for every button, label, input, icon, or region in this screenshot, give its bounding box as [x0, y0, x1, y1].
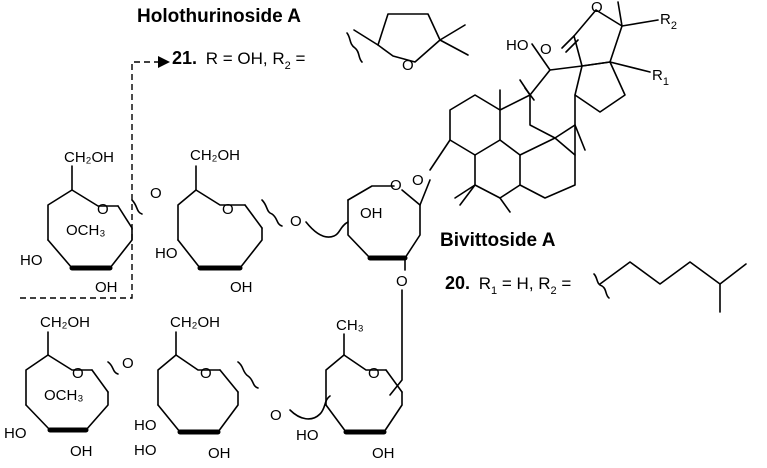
sugar3-ring-oxygen: O	[72, 365, 84, 382]
sugar1-ring-oxygen: O	[97, 201, 109, 218]
quinovose-ch3: CH₃	[336, 317, 364, 334]
sugar-4: CH₂OH O HO HO OH	[134, 314, 331, 462]
sugar-xylose: O OH O	[347, 177, 431, 396]
sugar4-ch2oh: CH₂OH	[170, 314, 220, 331]
link-oxygen-1: O	[150, 185, 162, 202]
holothurinoside-heading: Holothurinoside A	[137, 6, 301, 27]
bivittoside-heading: Bivittoside A	[440, 230, 556, 251]
sugar4-oh: OH	[208, 445, 231, 462]
glycosidic-oxygen-aglycone: O	[412, 172, 424, 189]
sugar1-oh: OH	[95, 279, 118, 296]
lactone-oxygen: O	[591, 0, 603, 16]
sugar4-ho-2: HO	[134, 442, 157, 459]
alkyl-side-chain	[593, 261, 747, 313]
sugar4-ring-oxygen: O	[200, 365, 212, 382]
quinovose-ho: HO	[296, 427, 319, 444]
sugar4-ho: HO	[134, 417, 157, 434]
compound-21-number: 21.	[172, 48, 197, 68]
xylose-link-oxygen: O	[396, 273, 408, 290]
svg-text:21. R = OH, R2 =: 21. R = OH, R2 =	[172, 48, 305, 72]
r2-label-aglycone: R2	[660, 11, 677, 32]
compound-21-definition: R = OH, R	[206, 49, 285, 68]
dashed-arrow	[20, 56, 170, 299]
hydroxyl-c12: HO	[506, 37, 529, 54]
sugar-2: CH₂OH O HO OH O	[155, 147, 349, 296]
sugar-3: CH₂OH O OCH₃ HO OH	[4, 314, 119, 460]
svg-text:20. R1 = H, R2 =: 20. R1 = H, R2 =	[445, 273, 571, 297]
sugar1-och3: OCH₃	[66, 222, 105, 239]
quinovose-oh: OH	[372, 445, 395, 462]
sugar3-och3: OCH₃	[44, 387, 83, 404]
compound-21-label: 21. R = OH, R2 =	[172, 48, 305, 72]
sugar2-ch2oh: CH₂OH	[190, 147, 240, 164]
sugar1-ho: HO	[20, 252, 43, 269]
sugar3-oh: OH	[70, 443, 93, 460]
link-oxygen-2: O	[122, 355, 134, 372]
thf-oxygen: O	[402, 57, 414, 74]
sugar1-ch2oh: CH₂OH	[64, 149, 114, 166]
aglycone: O O R2 R1 HO O	[412, 0, 677, 213]
sugar2-oh: OH	[230, 279, 253, 296]
sugar3-ho: HO	[4, 425, 27, 442]
compound-20-number: 20.	[445, 273, 470, 293]
xylose-ring-oxygen: O	[390, 177, 402, 194]
quinovose-ring-oxygen: O	[368, 365, 380, 382]
sugar3-ch2oh: CH₂OH	[40, 314, 90, 331]
xylose-oh: OH	[360, 205, 383, 222]
sugar2-link-oxygen: O	[290, 213, 302, 230]
linkage-wavy-1	[131, 199, 143, 215]
sugar-1: CH₂OH O OCH₃ HO OH	[20, 149, 133, 296]
carbonyl-oxygen: O	[540, 41, 552, 58]
sugar2-ho: HO	[155, 245, 178, 262]
sugar-quinovose: CH₃ O HO OH	[296, 317, 403, 462]
sugar2-ring-oxygen: O	[222, 201, 234, 218]
thf-side-chain: O	[346, 13, 469, 74]
r1-label-aglycone: R1	[652, 67, 669, 88]
compound-20-label: 20. R1 = H, R2 =	[445, 273, 571, 297]
link-oxygen-3: O	[270, 407, 282, 424]
